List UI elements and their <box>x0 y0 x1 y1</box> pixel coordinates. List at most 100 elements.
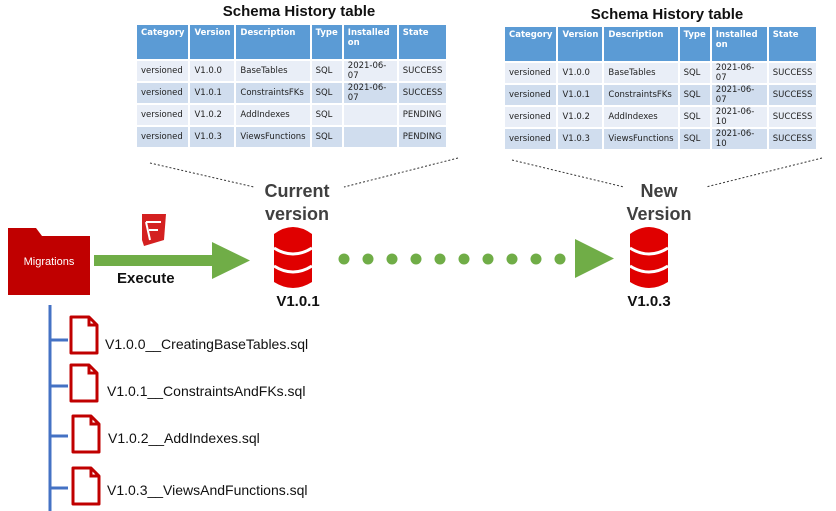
database-icon <box>629 227 669 288</box>
column-header: Installed on <box>343 25 397 59</box>
file-icon <box>69 363 99 403</box>
table-cell: SUCCESS <box>768 63 817 83</box>
table-cell: 2021-06-07 <box>711 85 767 105</box>
table-cell: SUCCESS <box>398 61 447 81</box>
table-cell: SQL <box>311 83 342 103</box>
table-cell: V1.0.0 <box>558 63 603 83</box>
table-cell: ConstraintsFKs <box>604 85 678 105</box>
table-cell: versioned <box>505 129 557 149</box>
migration-file-name: V1.0.3__ViewsAndFunctions.sql <box>107 482 308 498</box>
column-header: Category <box>505 27 557 61</box>
table-cell: ConstraintsFKs <box>236 83 310 103</box>
table-cell: versioned <box>137 127 189 147</box>
table-cell: V1.0.0 <box>190 61 235 81</box>
database-icon <box>273 227 313 288</box>
progress-dots <box>338 253 588 265</box>
zoom-line-right <box>343 157 459 188</box>
execute-label: Execute <box>117 270 175 287</box>
file-icon <box>71 466 101 506</box>
table-cell: SQL <box>679 63 710 83</box>
column-header: Description <box>236 25 310 59</box>
migration-file-name: V1.0.0__CreatingBaseTables.sql <box>105 336 309 352</box>
new-version-label: New Version <box>626 181 692 224</box>
table-cell: 2021-06-07 <box>711 63 767 83</box>
table-cell: ViewsFunctions <box>604 129 678 149</box>
table-cell: SUCCESS <box>768 85 817 105</box>
table-cell: V1.0.1 <box>558 85 603 105</box>
history-table-new: Category Version Description Type Instal… <box>503 25 818 151</box>
table-cell: versioned <box>137 83 189 103</box>
migration-file-name: V1.0.1__ConstraintsAndFKs.sql <box>107 383 306 399</box>
table-cell: SQL <box>679 107 710 127</box>
table-cell: AddIndexes <box>604 107 678 127</box>
table-cell: V1.0.2 <box>558 107 603 127</box>
table-header-row: Category Version Description Type Instal… <box>505 27 817 61</box>
execute-arrow-head <box>212 242 250 279</box>
column-header: Type <box>311 25 342 59</box>
table-cell: BaseTables <box>236 61 310 81</box>
table-cell: versioned <box>137 105 189 125</box>
history-table-current: Category Version Description Type Instal… <box>135 23 448 149</box>
table-cell: versioned <box>137 61 189 81</box>
flyway-icon <box>142 214 166 246</box>
zoom-line-left <box>511 159 625 188</box>
table-cell: SQL <box>679 85 710 105</box>
table-cell: versioned <box>505 85 557 105</box>
column-header: Type <box>679 27 710 61</box>
history-table-current-title: Schema History table <box>222 3 376 20</box>
column-header: Installed on <box>711 27 767 61</box>
column-header: State <box>398 25 447 59</box>
table-cell <box>343 127 397 147</box>
table-cell: 2021-06-10 <box>711 107 767 127</box>
table-cell: ViewsFunctions <box>236 127 310 147</box>
column-header: State <box>768 27 817 61</box>
table-cell: PENDING <box>398 127 447 147</box>
table-cell: 2021-06-07 <box>343 61 397 81</box>
file-icon <box>69 315 99 355</box>
table-cell: SUCCESS <box>768 129 817 149</box>
current-version-label: Current version <box>264 181 330 224</box>
file-icon <box>71 414 101 454</box>
column-header: Description <box>604 27 678 61</box>
column-header: Category <box>137 25 189 59</box>
table-cell: V1.0.2 <box>190 105 235 125</box>
table-header-row: Category Version Description Type Instal… <box>137 25 447 59</box>
table-cell: SUCCESS <box>398 83 447 103</box>
table-cell: V1.0.3 <box>190 127 235 147</box>
table-cell: BaseTables <box>604 63 678 83</box>
table-cell: SUCCESS <box>768 107 817 127</box>
history-table-new-title: Schema History table <box>590 6 744 23</box>
table-cell <box>343 105 397 125</box>
migration-file-name: V1.0.2__AddIndexes.sql <box>108 430 260 446</box>
table-cell: 2021-06-07 <box>343 83 397 103</box>
table-cell: SQL <box>311 105 342 125</box>
folder-label: Migrations <box>23 256 75 268</box>
table-cell: SQL <box>311 61 342 81</box>
table-cell: V1.0.1 <box>190 83 235 103</box>
zoom-line-right <box>705 157 823 188</box>
zoom-line-left <box>149 162 255 188</box>
table-cell: SQL <box>311 127 342 147</box>
column-header: Version <box>558 27 603 61</box>
table-cell: AddIndexes <box>236 105 310 125</box>
column-header: Version <box>190 25 235 59</box>
table-cell: V1.0.3 <box>558 129 603 149</box>
new-version-number: V1.0.3 <box>627 293 671 310</box>
table-cell: SQL <box>679 129 710 149</box>
folder-icon <box>8 228 90 295</box>
execute-arrow-shaft <box>94 255 214 266</box>
current-version-number: V1.0.1 <box>276 293 320 310</box>
progress-arrow-head <box>575 239 614 278</box>
table-cell: versioned <box>505 107 557 127</box>
table-cell: 2021-06-10 <box>711 129 767 149</box>
table-cell: versioned <box>505 63 557 83</box>
